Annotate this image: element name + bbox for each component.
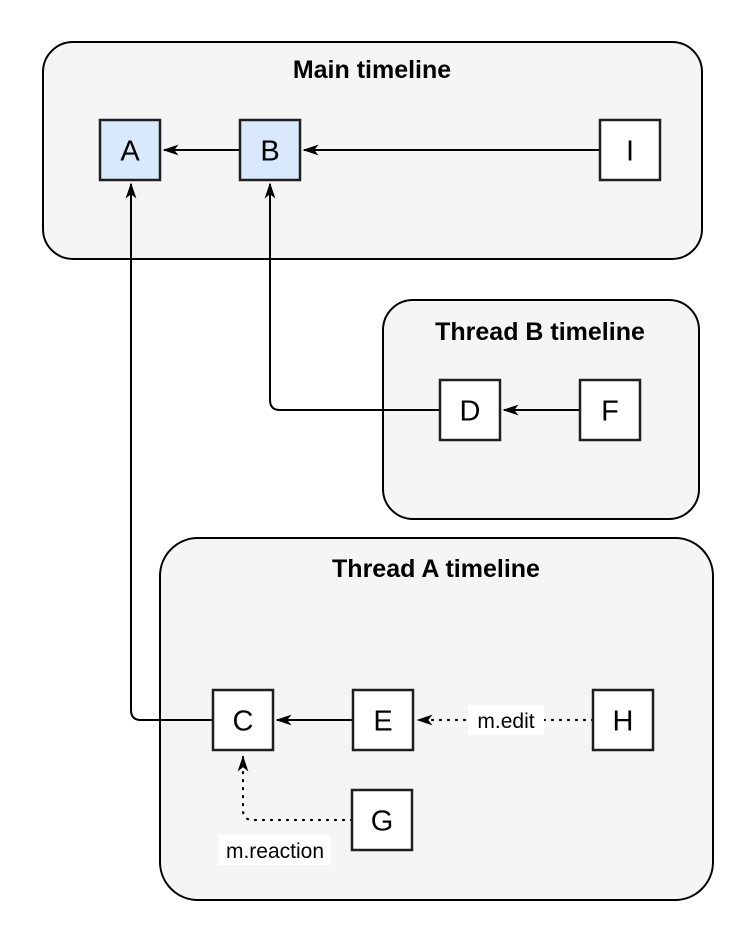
node-c-label: C — [233, 706, 254, 738]
main-timeline-title: Main timeline — [293, 56, 451, 84]
node-h: H — [591, 688, 655, 752]
node-e: E — [351, 688, 415, 752]
edge-d-to-b — [264, 182, 440, 411]
node-f-box — [578, 378, 642, 442]
node-a-label: A — [120, 136, 140, 168]
edge-label-m-edit: m.edit — [468, 705, 544, 735]
m-reaction-label-background — [219, 835, 331, 865]
node-h-box — [591, 688, 655, 752]
m-edit-label: m.edit — [477, 710, 534, 733]
node-c: C — [211, 688, 275, 752]
node-b-box — [238, 118, 302, 182]
node-c-box — [211, 688, 275, 752]
thread-a-timeline-title: Thread A timeline — [332, 555, 540, 583]
node-e-label: E — [373, 706, 392, 738]
node-b: B — [238, 118, 302, 182]
edge-label-m-reaction: m.reaction — [219, 835, 331, 865]
node-a: A — [98, 118, 162, 182]
node-d: D — [438, 378, 502, 442]
node-h-label: H — [613, 706, 634, 738]
edge-c-to-a — [125, 182, 213, 721]
node-i-box — [598, 118, 662, 182]
thread-b-timeline-title: Thread B timeline — [435, 318, 645, 346]
m-edit-label-background — [468, 705, 544, 735]
node-g-label: G — [371, 806, 394, 838]
m-reaction-label: m.reaction — [226, 840, 324, 863]
node-i-label: I — [626, 136, 634, 168]
node-i: I — [598, 118, 662, 182]
node-a-box — [98, 118, 162, 182]
node-d-box — [438, 378, 502, 442]
node-f-label: F — [601, 396, 619, 428]
node-g-box — [350, 788, 414, 852]
node-g: G — [350, 788, 414, 852]
node-f: F — [578, 378, 642, 442]
node-d-label: D — [460, 396, 481, 428]
node-e-box — [351, 688, 415, 752]
node-b-label: B — [260, 136, 279, 168]
